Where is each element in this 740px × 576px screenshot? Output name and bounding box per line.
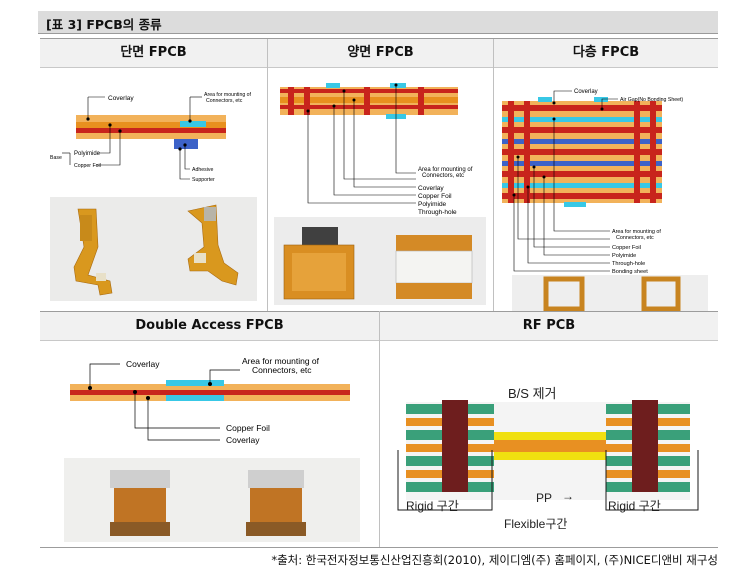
connector-area-top (166, 380, 224, 386)
flexible-section (494, 432, 606, 460)
label-coverlay-bottom: Coverlay (226, 435, 260, 445)
label-bs-removed: B/S 제거 (508, 386, 557, 401)
table-title: [표 3] FPCB의 종류 (46, 14, 162, 33)
connector-area-bottom (166, 395, 224, 401)
table-title-bar: [표 3] FPCB의 종류 (38, 11, 718, 34)
panel-heading: 양면 FPCB (268, 39, 493, 68)
label-supporter: Supporter (192, 177, 215, 183)
copper-layer (76, 128, 226, 133)
single-sided-diagram: Coverlay Area for mounting of Connectors… (40, 67, 267, 311)
panel-heading: 단면 FPCB (40, 39, 267, 68)
fpcb-types-table: 단면 FPCB (40, 38, 718, 548)
flex-strip-photo-right (246, 470, 306, 536)
label-coverlay: Coverlay (418, 185, 444, 192)
label-rigid-left: Rigid 구간 (406, 499, 459, 513)
label-area-2: Connectors, etc (252, 365, 312, 375)
label-pp: PP (536, 491, 552, 505)
double-access-diagram: Coverlay Area for mounting of Connectors… (40, 340, 379, 547)
label-through-hole: Through-hole (418, 209, 457, 216)
coverlay-layer (76, 115, 226, 122)
multi-layer-diagram: Coverlay Air Gap(No Bonding Sheet) Area … (494, 67, 718, 311)
label-polyimide: Polyimide (612, 253, 636, 259)
panel-heading: Double Access FPCB (40, 312, 379, 341)
flex-strip-photo-left (110, 470, 170, 536)
connector-area (390, 83, 406, 88)
label-area-2: Connectors, etc (422, 173, 464, 179)
panel-multi-layer: 다층 FPCB (494, 39, 718, 311)
label-air-gap: Air Gap(No Bonding Sheet) (620, 97, 683, 103)
svg-text:→: → (562, 489, 574, 503)
label-coverlay: Coverlay (126, 359, 160, 369)
panel-double-access: Double Access FPCB Coverlay Area for mou… (40, 312, 379, 547)
panel-heading: RF PCB (380, 312, 718, 341)
label-base: Base (50, 155, 62, 161)
double-access-photo (64, 458, 360, 542)
rf-pcb-diagram: B/S 제거 PP → Rigid 구간 Rigid 구간 Flexible구간 (380, 340, 718, 547)
label-coverlay: Coverlay (574, 89, 598, 95)
label-area-2: Connectors, etc (616, 235, 654, 241)
label-adhesive: Adhesive (192, 167, 213, 173)
panel-heading: 다층 FPCB (494, 39, 718, 68)
double-sided-diagram: Area for mounting of Connectors, etc Cov… (268, 67, 493, 311)
label-copper: Copper Foil (226, 423, 270, 433)
panel-single-sided: 단면 FPCB (40, 39, 267, 311)
label-flexible: Flexible구간 (504, 517, 567, 531)
label-bonding-sheet: Bonding sheet (612, 269, 648, 275)
copper-layer (70, 390, 350, 395)
panel-double-sided: 양면 FPCB Area for moun (268, 39, 493, 311)
label-rigid-right: Rigid 구간 (608, 499, 661, 513)
base-layer (76, 133, 226, 139)
connector-area (326, 83, 340, 88)
connector-area (180, 121, 206, 127)
label-copper: Copper Foil (612, 245, 641, 251)
label-copper: Copper Foil (74, 163, 101, 169)
label-through-hole: Through-hole (612, 261, 645, 267)
label-polyimide: Polyimide (74, 151, 101, 157)
source-note: *출처: 한국전자정보통신산업진흥회(2010), 제이디엠(주) 홈페이지, … (271, 552, 718, 568)
label-copper: Copper Foil (418, 193, 452, 200)
chip-photo-right (396, 235, 472, 299)
label-coverlay: Coverlay (108, 95, 134, 102)
label-area-2: Connectors, etc (206, 98, 243, 104)
label-polyimide: Polyimide (418, 201, 447, 208)
panel-rf-pcb: RF PCB (380, 312, 718, 547)
